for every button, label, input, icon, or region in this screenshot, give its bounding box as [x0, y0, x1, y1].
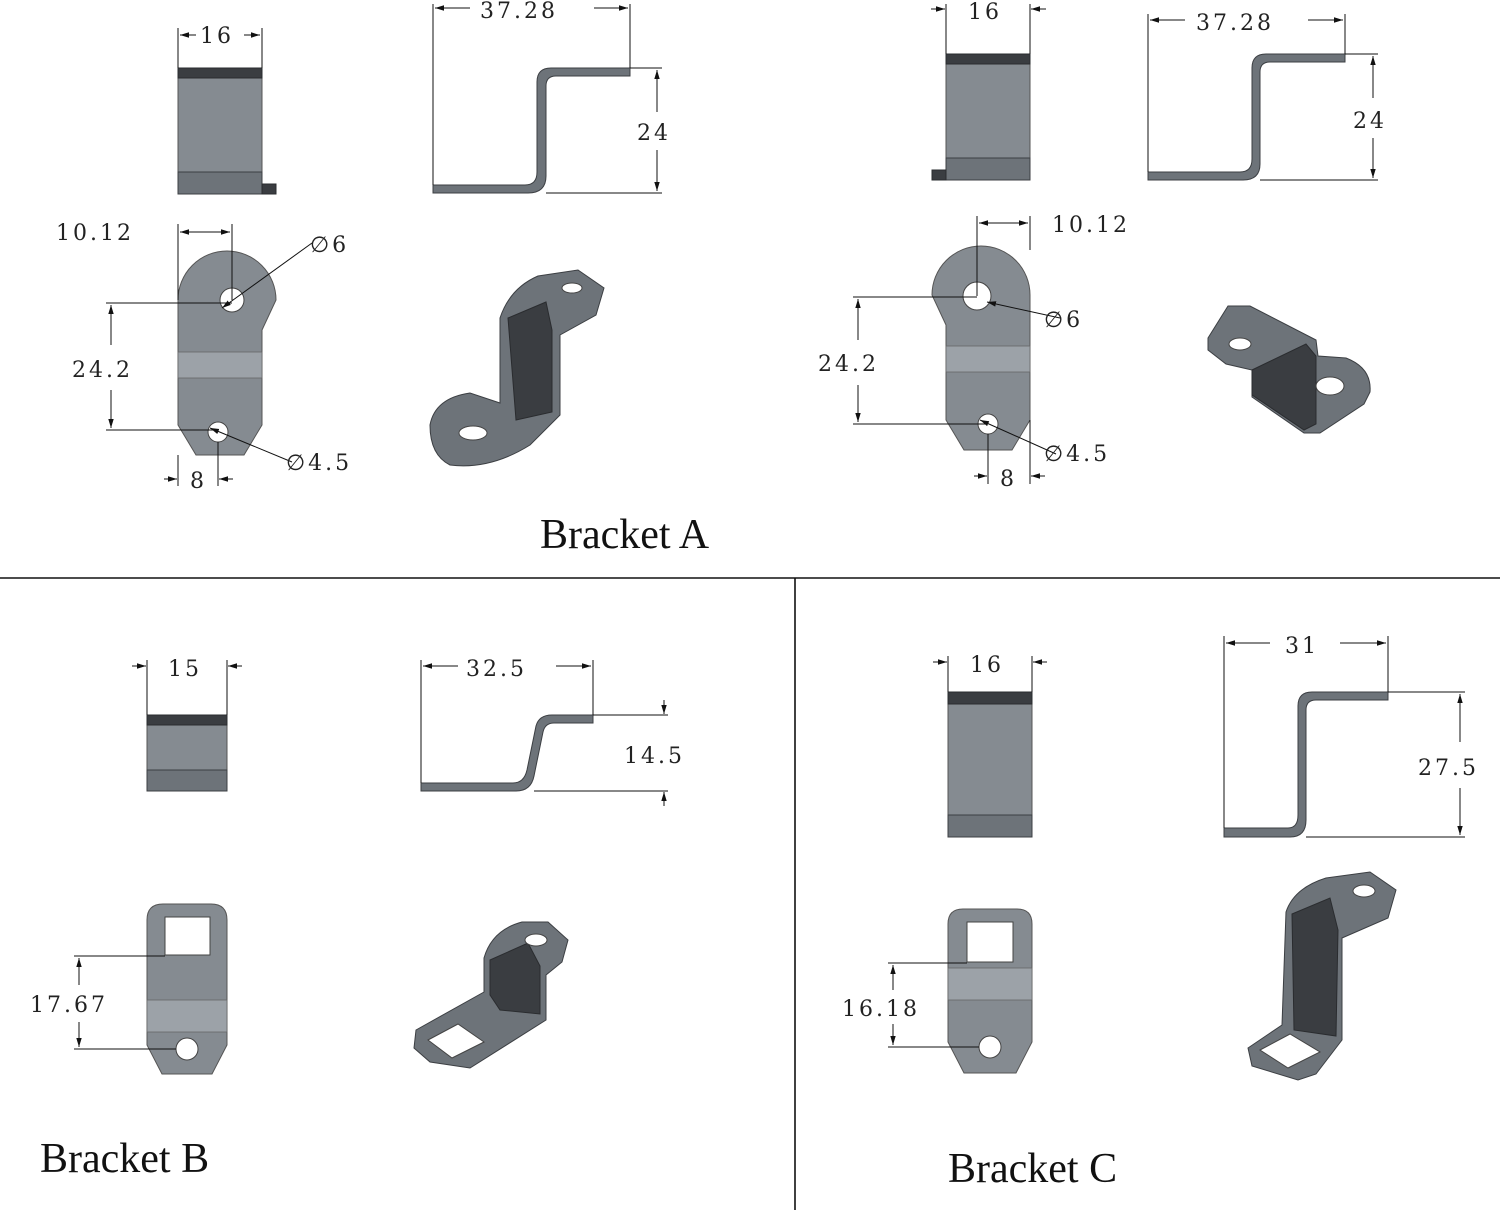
hole-spacing-dimension: 17.67 — [30, 993, 108, 1018]
isometric-vertical-face — [1251, 343, 1317, 431]
side-length-dimension: 37.28 — [480, 0, 558, 24]
hole-spacing-dimension: 16.18 — [842, 997, 920, 1022]
isometric-view — [429, 269, 605, 467]
front-view-top-edge — [947, 691, 1033, 705]
large-hole-diameter-dimension: ∅6 — [1044, 308, 1083, 333]
small-hole — [978, 1035, 1002, 1059]
front-width-dimension: 16 — [200, 24, 234, 49]
tail-width-dimension: 8 — [190, 469, 207, 494]
front-view-bend — [177, 171, 263, 195]
flat-pattern-bend-band — [146, 999, 228, 1033]
front-width-dimension: 15 — [168, 657, 202, 682]
side-view — [1147, 53, 1346, 181]
front-view-bend — [947, 814, 1033, 838]
isometric-view — [1207, 305, 1371, 434]
small-hole — [175, 1037, 199, 1061]
side-view-profile — [1223, 691, 1389, 838]
tail-width-dimension: 8 — [1000, 467, 1017, 492]
side-height-dimension: 27.5 — [1418, 756, 1479, 781]
bracket-a-right-variant: 16 37.28 24 10.12 ∅6 24.2 ∅4.5 — [818, 0, 1387, 492]
isometric-top-hole — [524, 933, 548, 947]
isometric-view — [1247, 871, 1397, 1081]
isometric-square-hole — [427, 1023, 485, 1059]
hole-offset-dimension: 10.12 — [56, 221, 134, 246]
side-view — [432, 67, 631, 194]
front-width-dimension: 16 — [968, 0, 1002, 25]
front-view-tab — [931, 169, 947, 181]
side-length-dimension: 32.5 — [466, 657, 527, 682]
front-view-bend — [945, 157, 1031, 181]
flat-pattern-view — [931, 245, 1031, 451]
bracket-a-title: Bracket A — [540, 512, 710, 558]
small-hole-diameter-dimension: ∅4.5 — [286, 451, 352, 476]
bracket-b: 15 32.5 14.5 17.67 Bracket — [30, 657, 685, 1182]
bracket-b-title: Bracket B — [40, 1136, 209, 1182]
front-view-tab — [261, 183, 277, 195]
isometric-square-hole — [1259, 1033, 1322, 1069]
side-view — [1223, 691, 1389, 838]
front-view — [146, 714, 228, 792]
small-hole-diameter-dimension: ∅4.5 — [1044, 442, 1110, 467]
front-view-bend — [146, 769, 228, 792]
isometric-view — [413, 921, 569, 1069]
flat-pattern-view — [146, 903, 228, 1075]
flat-pattern-view — [177, 250, 277, 456]
isometric-top-hole — [561, 282, 583, 294]
front-view-top-edge — [146, 714, 228, 726]
side-view — [420, 714, 594, 792]
side-length-dimension: 31 — [1285, 634, 1319, 659]
hole-spacing-dimension: 24.2 — [72, 358, 133, 383]
front-view — [931, 53, 1031, 181]
bracket-a-left-variant: 16 37.28 24 10.12 ∅6 24.2 — [56, 0, 710, 558]
front-width-dimension: 16 — [970, 653, 1004, 678]
isometric-vertical-face — [1291, 897, 1339, 1037]
isometric-top-hole — [1228, 337, 1252, 351]
flat-pattern-bend-band — [945, 345, 1031, 373]
side-height-dimension: 24 — [1353, 109, 1387, 134]
small-hole — [207, 421, 229, 443]
flat-pattern-bend-band — [947, 967, 1033, 1001]
flat-pattern-view — [947, 908, 1033, 1074]
side-view-profile — [1147, 53, 1346, 181]
hole-offset-dimension: 10.12 — [1052, 213, 1130, 238]
square-hole — [164, 916, 211, 956]
front-view-top-edge — [945, 53, 1031, 65]
side-height-dimension: 14.5 — [624, 744, 685, 769]
large-hole-diameter-dimension: ∅6 — [310, 233, 349, 258]
front-view — [177, 67, 277, 195]
isometric-bottom-hole — [458, 425, 488, 441]
bracket-c-title: Bracket C — [948, 1146, 1117, 1192]
front-view-body — [947, 691, 1033, 838]
side-view-profile — [420, 714, 594, 792]
hole-spacing-dimension: 24.2 — [818, 352, 879, 377]
isometric-vertical-face — [507, 301, 553, 421]
isometric-bottom-hole — [1315, 376, 1345, 396]
isometric-top-hole — [1352, 884, 1376, 898]
side-length-dimension: 37.28 — [1196, 11, 1274, 36]
front-view-top-edge — [177, 67, 263, 79]
flat-pattern-bend-band — [177, 351, 263, 379]
bracket-c: 16 31 27.5 16.18 Bracket C — [842, 634, 1479, 1192]
side-view-profile — [432, 67, 631, 194]
side-height-dimension: 24 — [637, 121, 671, 146]
square-hole — [966, 921, 1014, 963]
front-view — [947, 691, 1033, 838]
